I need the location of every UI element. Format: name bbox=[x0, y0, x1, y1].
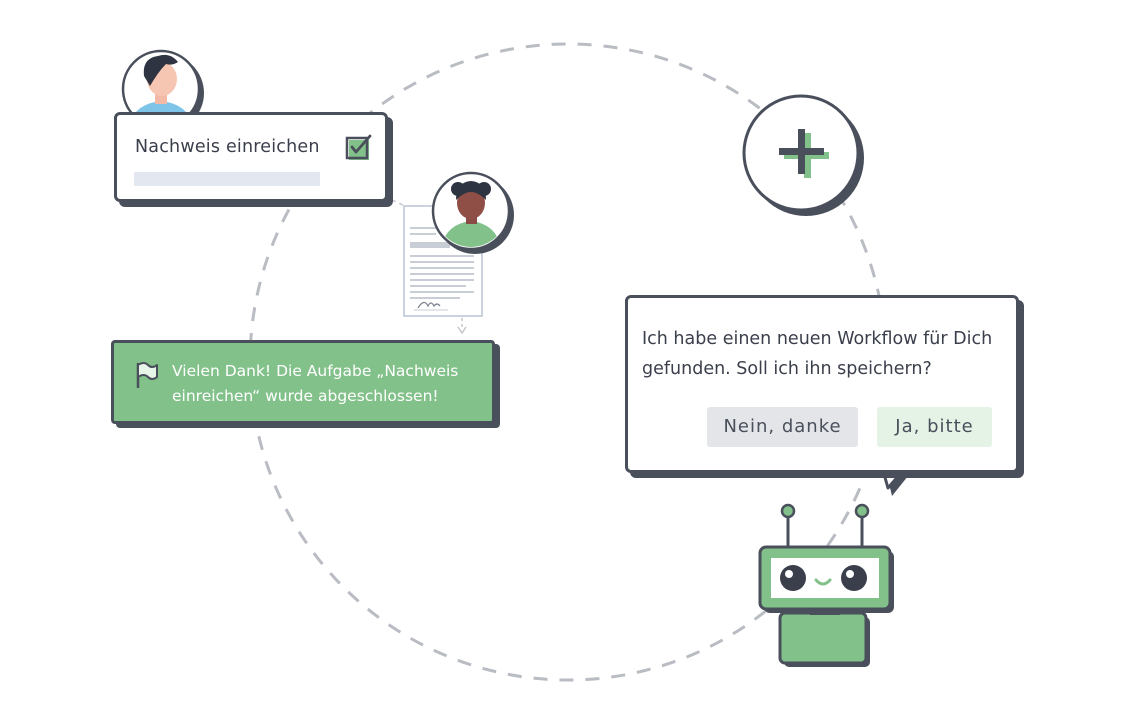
plus-icon bbox=[742, 94, 864, 216]
bot-message: Ich habe einen neuen Workflow für Dich g… bbox=[642, 329, 993, 379]
check-icon[interactable] bbox=[345, 134, 373, 162]
connector-line bbox=[391, 199, 406, 207]
task-title: Nachweis einreichen bbox=[135, 137, 320, 157]
robot-icon bbox=[758, 503, 894, 667]
flag-icon bbox=[136, 362, 158, 388]
task-progress-placeholder bbox=[134, 172, 320, 186]
success-message: Vielen Dank! Die Aufgabe „Nachweis einre… bbox=[172, 362, 459, 405]
accept-button[interactable]: Ja, bitte bbox=[877, 407, 992, 447]
bot-speech-bubble: Ich habe einen neuen Workflow für Dich g… bbox=[625, 295, 1019, 473]
avatar-woman bbox=[431, 171, 514, 254]
success-banner: Vielen Dank! Die Aufgabe „Nachweis einre… bbox=[111, 340, 495, 424]
task-card[interactable]: Nachweis einreichen bbox=[114, 112, 388, 202]
arrow-down-icon bbox=[457, 326, 467, 335]
decline-button[interactable]: Nein, danke bbox=[707, 407, 858, 447]
